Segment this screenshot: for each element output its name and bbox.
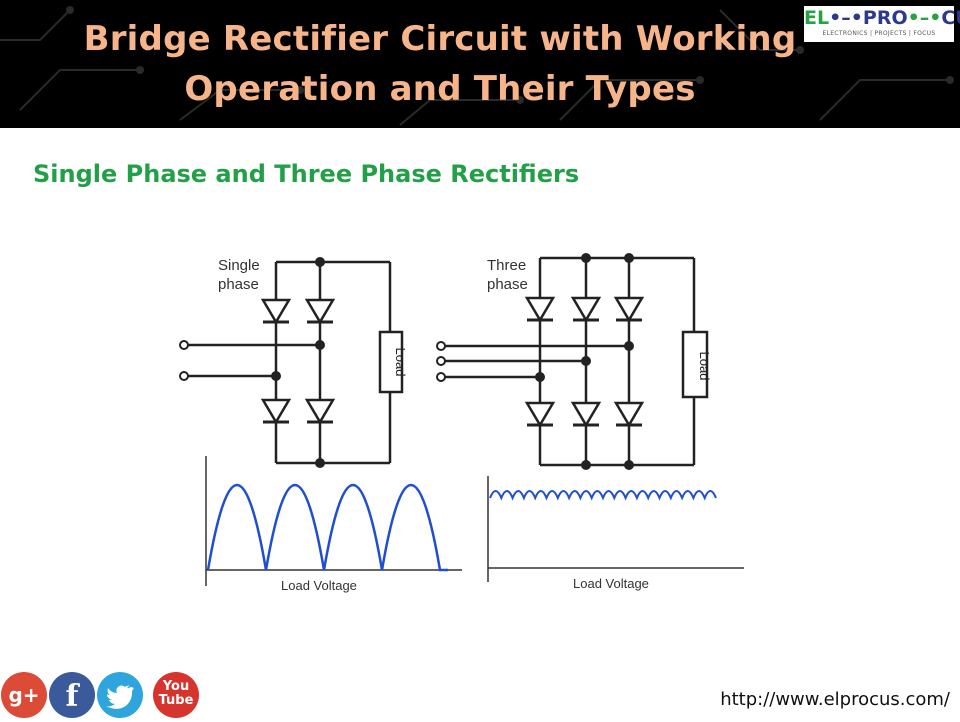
- single-phase-label-line2: phase: [218, 276, 259, 293]
- google-plus-icon[interactable]: g+: [1, 672, 47, 718]
- footer-url[interactable]: http://www.elprocus.com/: [720, 689, 950, 710]
- three-phase-graph: Load Voltage: [487, 476, 744, 591]
- three-phase-terminals: [436, 341, 446, 382]
- twitter-bird-icon: [106, 685, 134, 709]
- full-wave-rectified-waveform: [206, 483, 448, 572]
- header-banner: Bridge Rectifier Circuit with Working Op…: [0, 0, 960, 128]
- three-phase-label-line1: Three: [487, 257, 526, 274]
- logo-wordmark: EL•–•PRO•–•CUS: [804, 7, 960, 29]
- three-graph-label: Load Voltage: [573, 576, 649, 591]
- logo-tagline: ELECTRONICS | PROJECTS | FOCUS: [822, 30, 936, 37]
- logo-part-el: EL: [804, 7, 830, 29]
- diode-icon: [614, 401, 644, 427]
- three-phase-ripple-waveform: [489, 490, 717, 501]
- youtube-tube: Tube: [158, 693, 194, 708]
- single-phase-load-label: Load: [393, 348, 408, 377]
- youtube-icon[interactable]: You Tube: [153, 672, 199, 718]
- three-phase-circuit: [445, 256, 709, 467]
- logo-part-cus: CUS: [941, 7, 960, 29]
- single-phase-label-line1: Single: [218, 257, 260, 274]
- diode-icon: [525, 296, 555, 322]
- single-phase-nodes: [271, 257, 325, 468]
- three-phase-label-line2: phase: [487, 276, 528, 293]
- youtube-you: You: [162, 679, 190, 694]
- logo-part-pro: PRO: [862, 7, 908, 29]
- single-phase-terminals: [179, 340, 189, 381]
- diode-icon: [614, 296, 644, 322]
- diode-icon: [261, 398, 291, 424]
- diode-icon: [571, 401, 601, 427]
- section-subtitle: Single Phase and Three Phase Rectifiers: [33, 160, 580, 188]
- single-graph-label: Load Voltage: [281, 578, 357, 593]
- facebook-icon[interactable]: f: [49, 672, 95, 718]
- logo-connector-icon: •–•: [907, 7, 942, 29]
- single-phase-diodes: [261, 298, 335, 424]
- circuit-pattern-background: [0, 6, 954, 126]
- single-phase-circuit: [188, 260, 404, 465]
- three-phase-nodes: [535, 253, 634, 470]
- single-phase-graph: Load Voltage: [205, 456, 462, 593]
- diode-icon: [305, 298, 335, 324]
- diode-icon: [571, 296, 601, 322]
- page-title: Bridge Rectifier Circuit with Working Op…: [40, 14, 840, 114]
- title-line-2: Operation and Their Types: [184, 69, 696, 109]
- logo-connector-icon: •–•: [829, 7, 863, 29]
- diode-icon: [525, 401, 555, 427]
- three-phase-load-label: Load: [697, 352, 712, 381]
- diode-icon: [261, 298, 291, 324]
- diode-icon: [305, 398, 335, 424]
- elprocus-logo[interactable]: EL•–•PRO•–•CUS ELECTRONICS | PROJECTS | …: [804, 6, 960, 42]
- title-line-1: Bridge Rectifier Circuit with Working: [83, 19, 797, 59]
- twitter-icon[interactable]: [97, 672, 143, 718]
